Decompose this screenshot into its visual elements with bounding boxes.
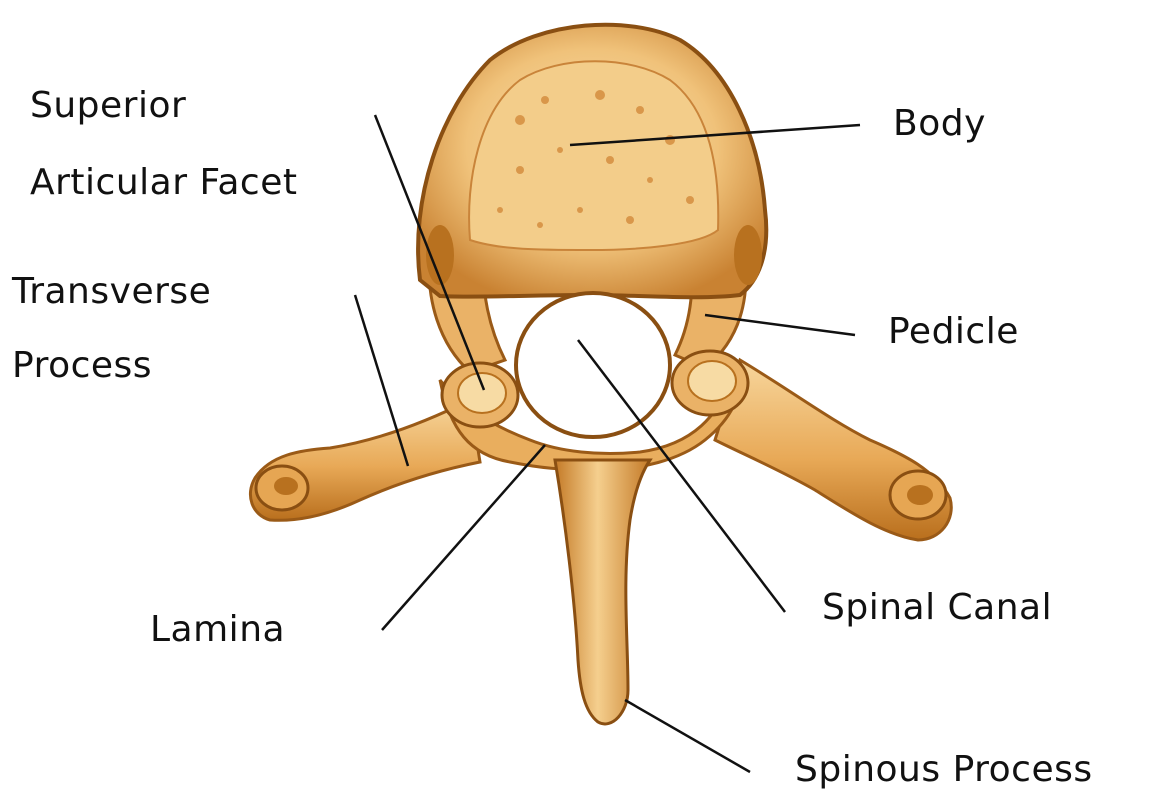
right-transverse-tip-hollow — [907, 485, 933, 505]
right-superior-articular-facet — [672, 351, 748, 415]
label-transverse-process-line2: Process — [12, 348, 152, 384]
left-superior-articular-facet — [442, 363, 518, 427]
label-spinal-canal: Spinal Canal — [822, 590, 1052, 626]
label-lamina: Lamina — [150, 612, 285, 648]
label-pedicle: Pedicle — [888, 314, 1019, 350]
label-superior-articular-facet-line2: Articular Facet — [30, 165, 297, 201]
label-superior-articular-facet-line1: Superior — [30, 88, 186, 124]
leader-line-spinous-process — [625, 700, 750, 772]
label-spinous-process: Spinous Process — [795, 752, 1093, 788]
spinal-canal — [516, 293, 670, 437]
label-body: Body — [893, 106, 986, 142]
label-transverse-process-line1: Transverse — [12, 274, 211, 310]
left-transverse-tip-hollow — [274, 477, 298, 495]
right-costal-notch — [734, 225, 762, 285]
spinous-process — [555, 460, 650, 724]
